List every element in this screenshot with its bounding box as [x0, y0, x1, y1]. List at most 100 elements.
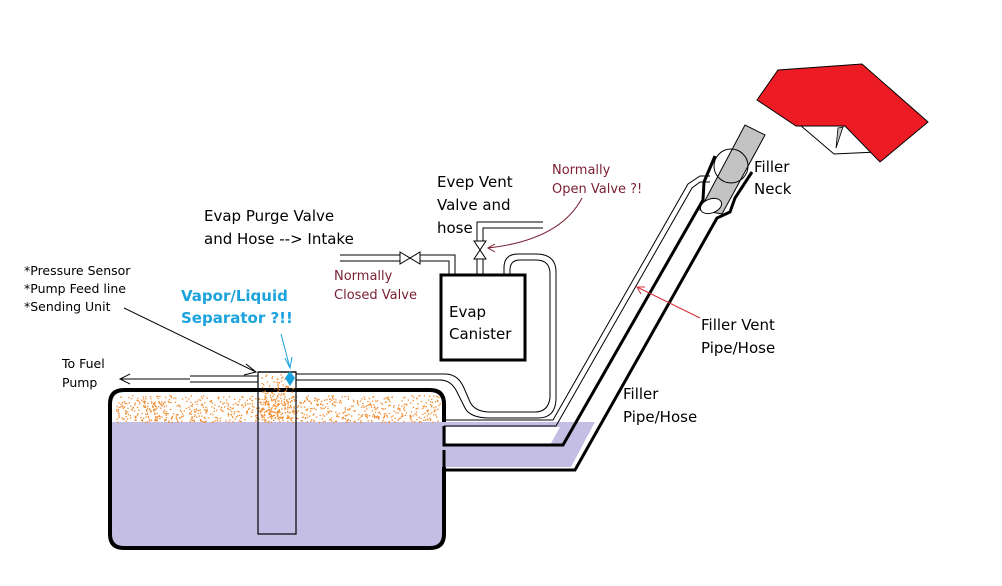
vapor-dot	[116, 410, 118, 412]
vapor-dot	[361, 414, 364, 416]
vapor-dot	[409, 417, 411, 419]
vapor-dot	[166, 412, 168, 415]
vapor-dot	[285, 386, 287, 388]
vapor-dot	[211, 406, 213, 408]
vapor-dot	[279, 421, 281, 423]
vapor-dot	[269, 410, 272, 413]
vapor-dot	[397, 408, 399, 410]
vapor-dot	[263, 411, 266, 414]
vapor-dot	[281, 392, 283, 395]
vapor-dot	[306, 421, 308, 423]
vapor-dot	[231, 411, 233, 413]
vapor-dot	[150, 398, 152, 400]
vapor-dot	[402, 414, 404, 416]
vapor-dot	[149, 396, 152, 398]
vapor-dot	[203, 416, 205, 419]
vapor-dot	[435, 409, 437, 411]
vapor-dot	[344, 415, 346, 417]
vapor-dot	[238, 411, 240, 413]
vapor-dot	[378, 416, 380, 418]
vapor-dot	[237, 410, 239, 413]
vapor-dot	[259, 398, 261, 401]
vapor-dot	[116, 418, 118, 420]
vapor-dot	[338, 401, 340, 404]
vapor-dot	[430, 418, 432, 421]
vapor-dot	[199, 409, 201, 411]
vapor-dot	[181, 398, 184, 400]
vapor-dot	[332, 397, 334, 399]
vapor-dot	[391, 419, 393, 421]
vapor-dot	[278, 417, 280, 419]
vapor-dot	[256, 407, 258, 409]
vapor-dot	[277, 410, 279, 412]
vapor-dot	[157, 395, 159, 397]
vapor-dot	[331, 403, 334, 406]
vapor-dot	[427, 399, 430, 401]
vapor-dot	[160, 403, 162, 405]
vapor-dot	[143, 405, 145, 407]
vapor-dot	[340, 402, 342, 404]
vapor-dot	[277, 403, 279, 405]
vapor-dot	[155, 417, 157, 419]
vapor-dot	[291, 391, 293, 393]
vapor-dot	[263, 401, 265, 404]
vapor-dot	[190, 405, 192, 407]
vapor-dot	[332, 398, 335, 400]
vapor-dot	[346, 421, 348, 423]
vapor-dot	[431, 398, 433, 400]
vapor-dot	[403, 397, 405, 399]
vapor-dot	[286, 386, 288, 388]
vapor-dot	[176, 420, 179, 422]
vapor-dot	[412, 399, 414, 402]
vapor-dot	[362, 402, 364, 404]
vapor-dot	[170, 418, 172, 420]
vapor-dot	[189, 408, 191, 410]
vapor-dot	[264, 392, 266, 394]
vapor-dot	[131, 409, 133, 411]
vapor-dot	[330, 410, 333, 412]
vapor-dot	[200, 419, 202, 421]
vapor-dot	[360, 420, 362, 422]
vapor-dot	[171, 416, 173, 419]
vapor-dot	[318, 398, 320, 401]
vapor-dot	[118, 402, 120, 404]
separator-diamond-icon	[285, 371, 295, 386]
vapor-dot	[287, 415, 289, 418]
vapor-dot	[153, 409, 155, 411]
vapor-dot	[159, 418, 161, 420]
vapor-dot	[269, 409, 271, 411]
vapor-dot	[263, 408, 265, 411]
vapor-dot	[260, 408, 262, 411]
vapor-dot	[339, 399, 341, 402]
vapor-dot	[126, 418, 129, 420]
vapor-dot	[194, 401, 196, 403]
vapor-dot	[277, 390, 279, 392]
vapor-dot	[142, 396, 144, 398]
vapor-dot	[236, 404, 238, 406]
vapor-dot	[405, 412, 407, 414]
vapor-dot	[363, 406, 365, 408]
vapor-dot	[190, 410, 193, 412]
vapor-dot	[271, 411, 273, 413]
vapor-dot	[238, 400, 240, 403]
vapor-dot	[143, 417, 145, 419]
vapor-dot	[182, 413, 184, 415]
vapor-dot	[393, 410, 395, 412]
vapor-dot	[293, 413, 295, 415]
vapor-dot	[425, 406, 427, 408]
vapor-dot	[157, 397, 159, 400]
vapor-dot	[118, 416, 120, 418]
vapor-dot	[228, 396, 231, 398]
vapor-dot	[429, 413, 431, 415]
vapor-dot	[175, 416, 178, 418]
vapor-dot	[431, 411, 433, 414]
vapor-dot	[310, 407, 312, 410]
vapor-dot	[399, 410, 401, 412]
vapor-dot	[116, 409, 118, 411]
evap-canister	[439, 273, 527, 362]
vapor-dot	[415, 414, 418, 416]
vapor-dot	[306, 409, 308, 411]
vapor-dot	[344, 395, 346, 398]
vapor-dot	[122, 406, 124, 408]
vapor-dot	[431, 404, 433, 407]
